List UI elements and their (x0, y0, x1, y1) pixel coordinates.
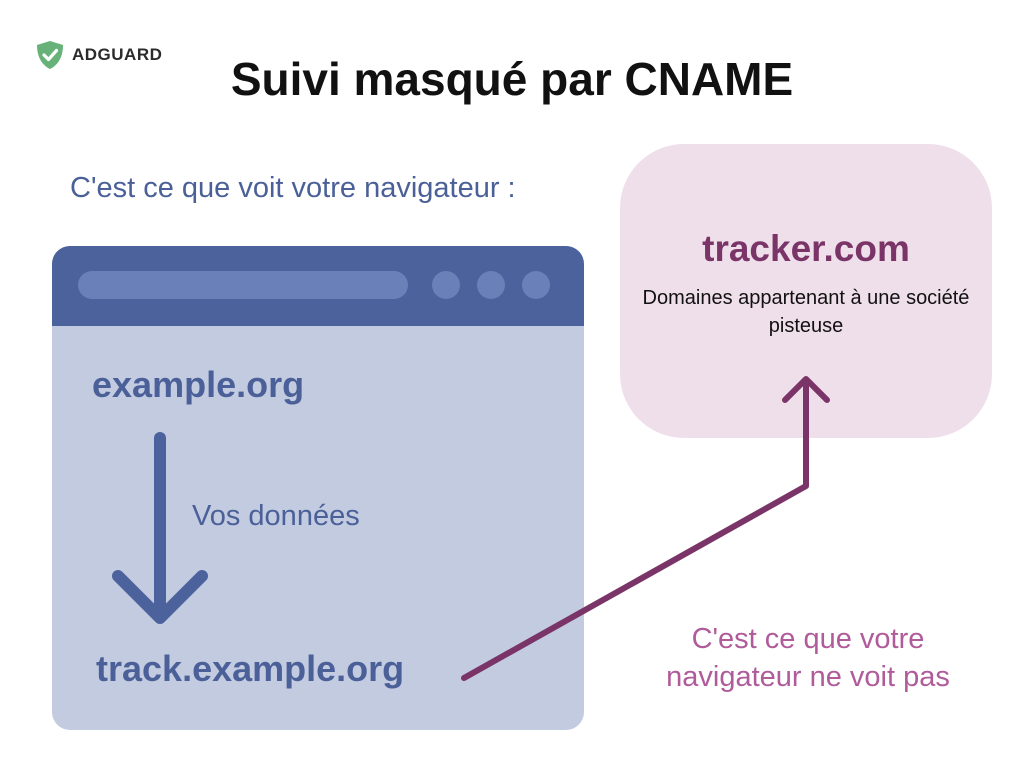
hidden-caption: C'est ce que votre navigateur ne voit pa… (666, 623, 950, 693)
main-domain: example.org (92, 364, 305, 405)
subdomain: track.example.org (96, 648, 405, 689)
shield-check-icon (37, 41, 63, 69)
browser-window (52, 246, 584, 730)
browser-toolbar (52, 246, 584, 326)
brand-name: ADGUARD (72, 45, 163, 64)
window-control-dot (522, 271, 550, 299)
flow-label: Vos données (192, 500, 360, 532)
arrow-down-icon (112, 432, 208, 624)
window-control-dot (477, 271, 505, 299)
browser-caption: C'est ce que voit votre navigateur : (70, 172, 516, 204)
tracker-domain: tracker.com (702, 228, 910, 269)
brand-logo: ADGUARD (36, 40, 162, 70)
window-control-dot (432, 271, 460, 299)
address-bar (78, 271, 408, 299)
tracker-description: Domaines appartenant à une société piste… (642, 287, 970, 337)
arrow-up-connector-icon (461, 376, 830, 681)
page-title: Suivi masqué par CNAME (230, 53, 794, 105)
